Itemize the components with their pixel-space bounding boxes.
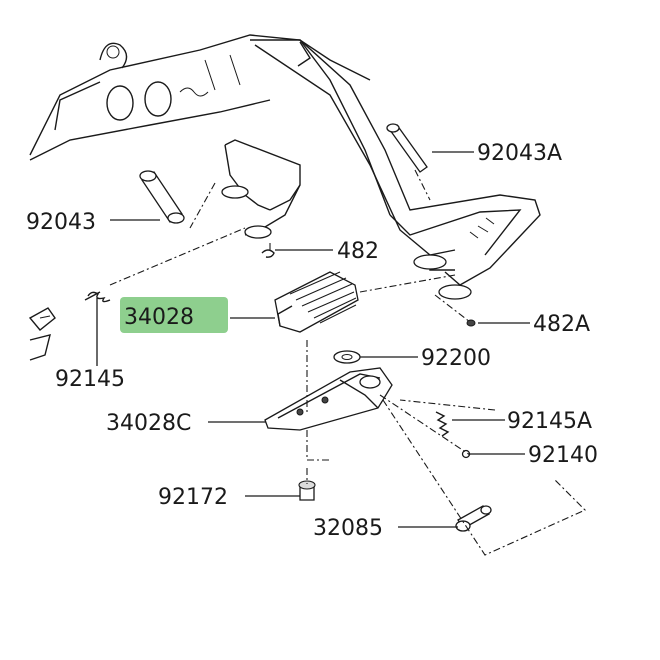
clip-482A: [466, 319, 476, 327]
label-482A: 482A: [533, 312, 590, 337]
label-92043A: 92043A: [477, 141, 562, 166]
highlight-box-34028: [120, 297, 228, 333]
footpeg-body: [264, 367, 393, 431]
part-labels: 92043A 92043 482 34028 482A 92145 92200 …: [26, 141, 598, 541]
label-92172: 92172: [158, 485, 228, 510]
frame-tube: [29, 34, 371, 161]
bolt-92172: [298, 480, 316, 501]
label-92145A: 92145A: [507, 409, 592, 434]
footpeg-bracket: [221, 139, 301, 239]
leader-lines: [96, 151, 530, 528]
label-92140: 92140: [528, 443, 598, 468]
label-482: 482: [337, 239, 379, 264]
label-34028C: 34028C: [106, 411, 191, 436]
ball-92140: [461, 449, 471, 459]
label-92200: 92200: [421, 346, 491, 371]
label-92043: 92043: [26, 210, 96, 235]
footpeg-rubber: [274, 271, 359, 333]
spring-92145A: [435, 411, 450, 437]
pin-92043A: [386, 123, 428, 173]
clip-482: [261, 249, 275, 258]
pin-32085: [455, 505, 492, 532]
washer-92200: [333, 350, 361, 364]
label-34028: 34028: [124, 305, 194, 330]
label-32085: 32085: [313, 516, 383, 541]
left-footpeg-partial: [28, 307, 56, 361]
label-92145: 92145: [55, 367, 125, 392]
frame-bracket: [250, 39, 541, 300]
center-lines: [109, 169, 586, 556]
pin-92043: [139, 170, 185, 224]
